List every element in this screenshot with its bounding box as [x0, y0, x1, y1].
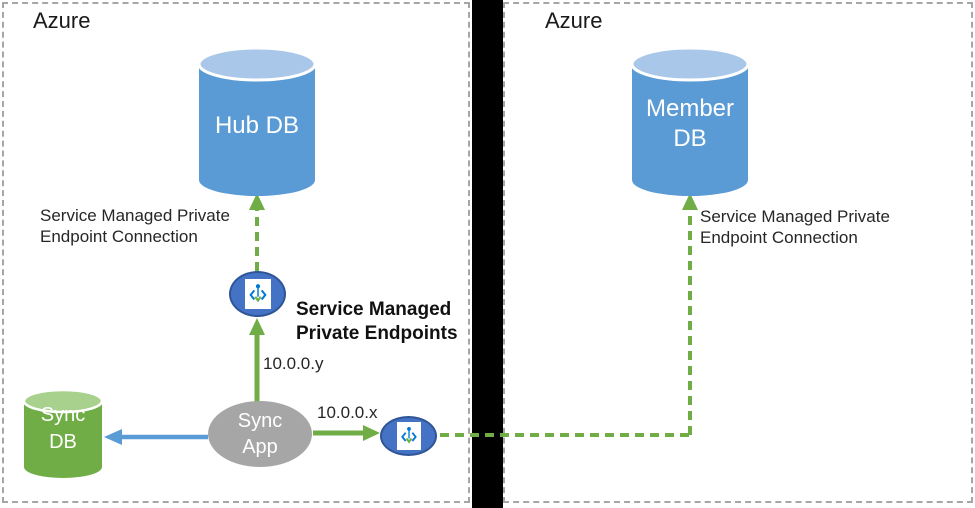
hub-db-cylinder	[197, 46, 317, 196]
private-endpoint-icon	[248, 284, 267, 303]
icon-angle-left	[400, 432, 406, 442]
private-endpoint-2	[380, 416, 437, 456]
arrowhead-memberdb	[682, 193, 698, 210]
connection-label-left: Service Managed Private Endpoint Connect…	[40, 206, 230, 246]
sync-db-top	[22, 388, 104, 414]
icon-angle-right	[411, 432, 417, 442]
connection-label-right: Service Managed Private Endpoint Connect…	[700, 207, 890, 247]
sync-app-ellipse: Sync App	[208, 401, 312, 467]
arrowhead-syncdb	[104, 429, 122, 445]
icon-pin-dot	[255, 284, 260, 289]
icon-angle-left	[248, 289, 255, 301]
private-endpoint-1	[229, 271, 286, 317]
arrowhead-hubdb	[249, 193, 265, 210]
member-db-top	[630, 46, 750, 82]
sync-db-label: Sync DB	[40, 404, 86, 453]
arrowhead-endpoint2	[363, 425, 380, 441]
ip-label-x: 10.0.0.x	[317, 403, 378, 422]
member-db-cylinder	[630, 46, 750, 196]
icon-green-chevron	[405, 437, 412, 444]
member-db-body	[632, 64, 748, 196]
sync-db-body	[24, 401, 102, 478]
panel-divider	[472, 0, 503, 508]
hub-db-top	[197, 46, 317, 82]
icon-pin-dot	[406, 427, 411, 431]
azure-title-left: Azure	[33, 8, 91, 33]
azure-title-right: Azure	[545, 8, 603, 33]
service-managed-private-endpoints-label: Service Managed Private Endpoints	[296, 299, 458, 344]
arrowhead-endpoint1	[249, 318, 265, 335]
hub-db-label: Hub DB	[214, 112, 300, 139]
member-db-label: Member DB	[645, 95, 735, 152]
ip-label-y: 10.0.0.y	[263, 354, 324, 373]
sync-app-label: Sync App	[237, 410, 283, 458]
private-endpoint-icon	[400, 427, 417, 444]
sync-db-cylinder	[22, 388, 104, 478]
icon-angle-right	[260, 289, 267, 301]
icon-green-chevron	[253, 296, 262, 303]
hub-db-body	[199, 64, 315, 196]
